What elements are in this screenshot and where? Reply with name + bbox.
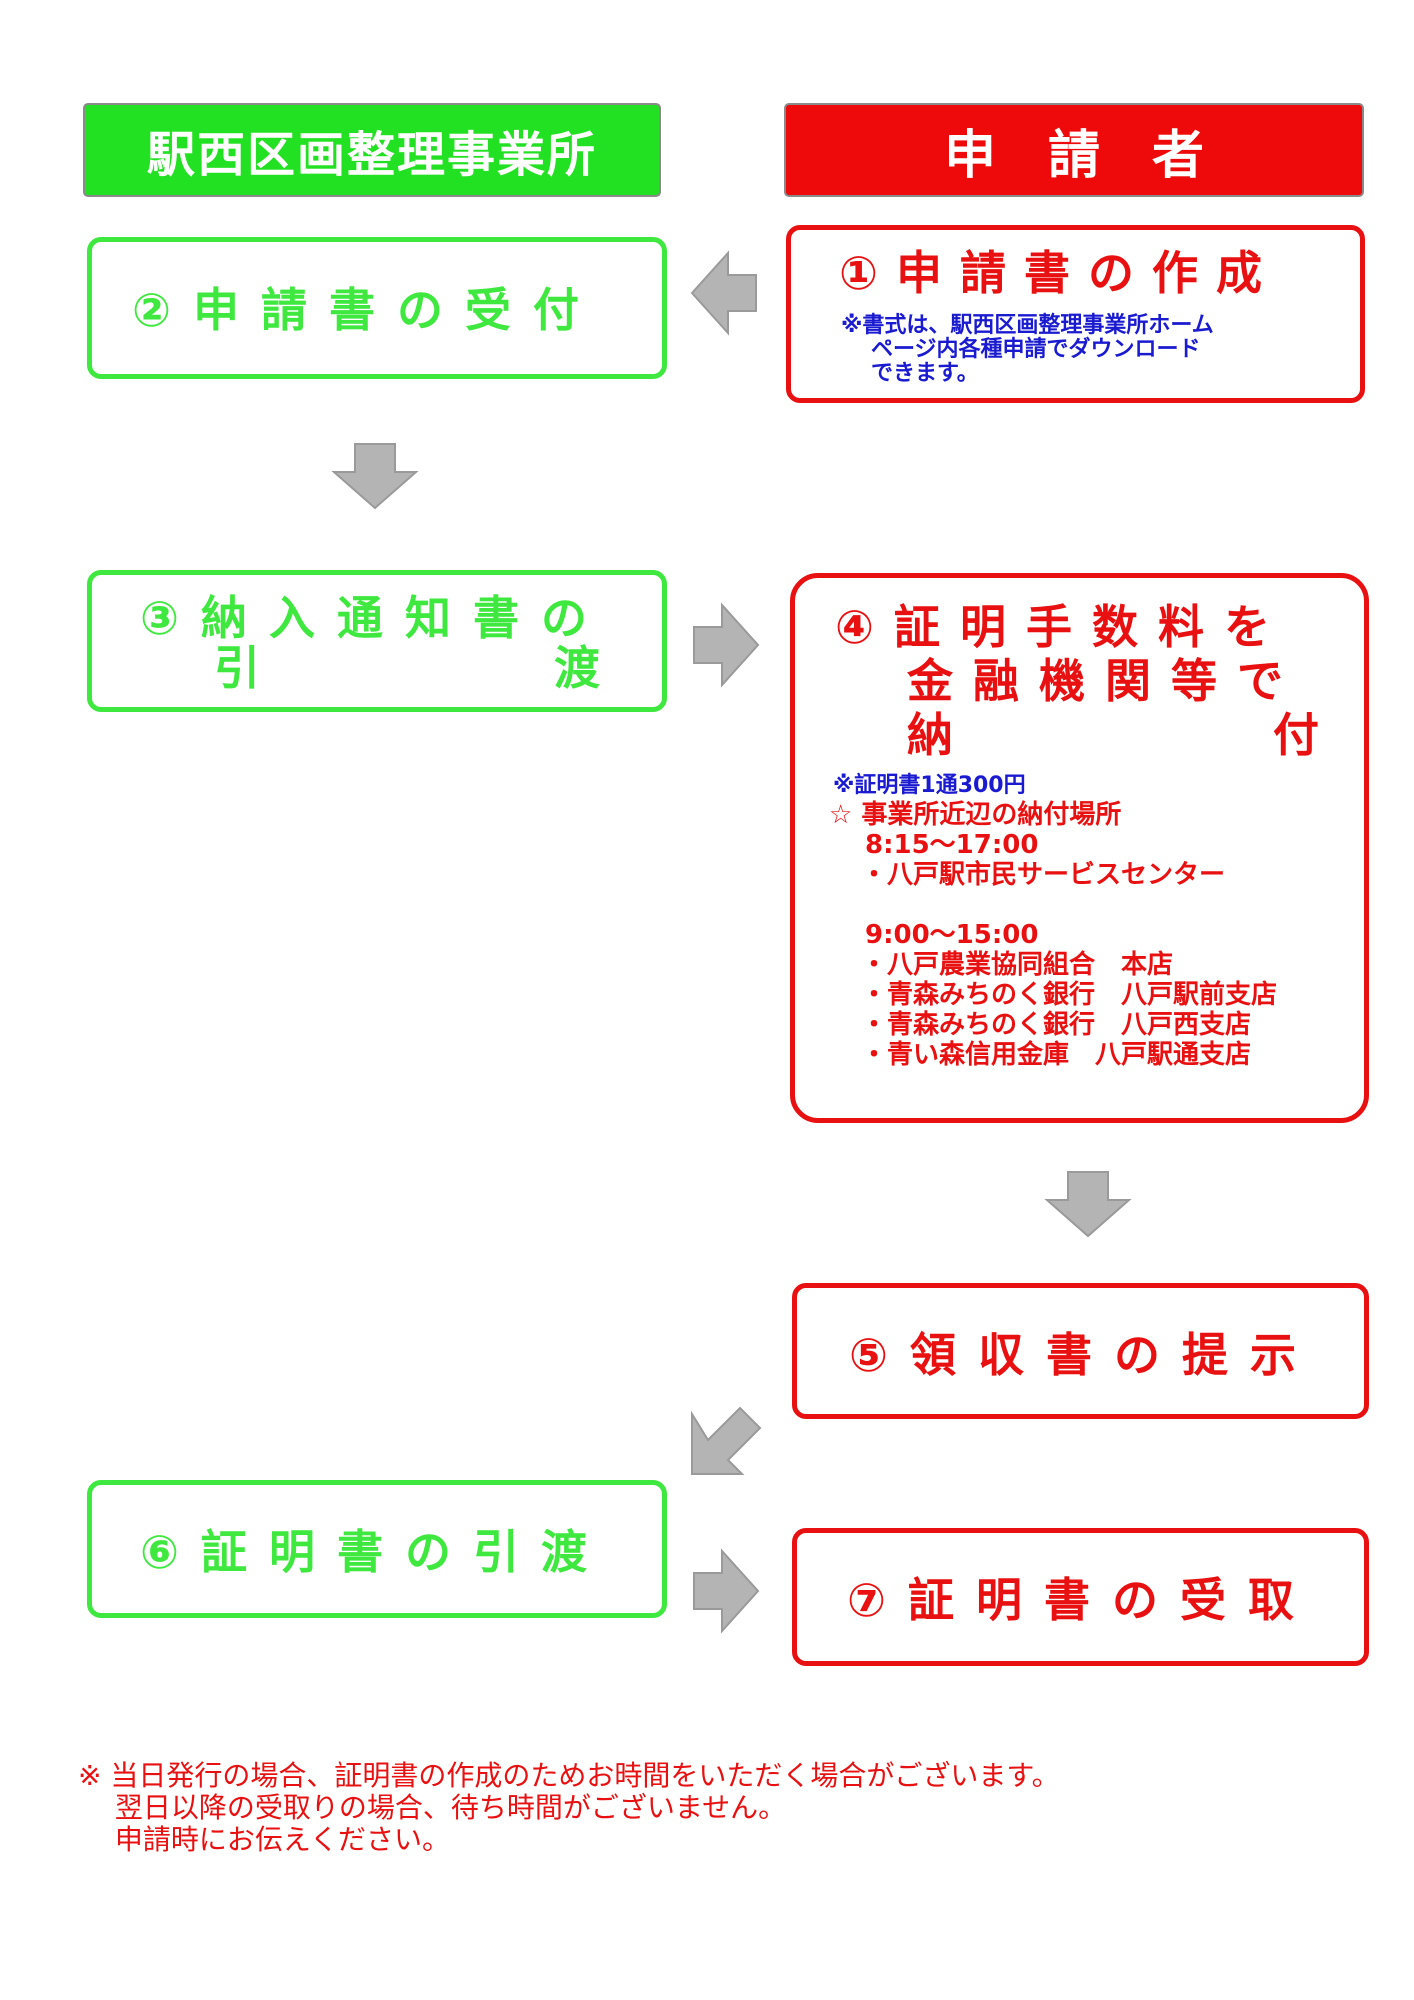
step-4-title-line-2: 金融機関等で xyxy=(907,654,1303,708)
step-1-create-application: ①申請書の作成 ※書式は、駅西区画整理事業所ホーム ページ内各種申請でダウンロー… xyxy=(786,225,1365,403)
step-3-title-line-2-left: 引 xyxy=(214,641,280,695)
step-4-place-list-item: ・青森みちのく銀行 八戸西支店 xyxy=(861,1010,1252,1040)
office-column-header: 駅西区画整理事業所 xyxy=(83,103,661,197)
arrow-right-icon xyxy=(693,1548,760,1634)
footnote-line-2: 翌日以降の受取りの場合、待ち時間がございません。 xyxy=(78,1791,787,1824)
arrow-down-icon xyxy=(331,443,419,510)
step-4-places-heading: ☆ 事業所近辺の納付場所 xyxy=(829,800,1122,830)
office-header-label: 駅西区画整理事業所 xyxy=(146,127,597,183)
step-3-issue-payment-notice: ③納入通知書の 引 渡 xyxy=(87,570,667,712)
step-4-pay-fee-at-bank: ④証明手数料を 金融機関等で 納 付 ※証明書1通300円 ☆ 事業所近辺の納付… xyxy=(790,573,1369,1123)
footnote-line-3: 申請時にお伝えください。 xyxy=(78,1823,451,1856)
step-4-place-list-item: ・青い森信用金庫 八戸駅通支店 xyxy=(861,1040,1252,1070)
step-6-title: ⑥証明書の引渡 xyxy=(140,1525,609,1579)
step-4-hours-1: 8:15～17:00 xyxy=(865,830,1039,860)
step-4-place-list-item: ・八戸駅市民サービスセンター xyxy=(861,860,1226,890)
step-2-title: ②申請書の受付 xyxy=(132,283,601,337)
applicant-column-header: 申 請 者 xyxy=(784,103,1364,197)
arrow-right-icon xyxy=(693,602,760,688)
step-4-fee-note: ※証明書1通300円 xyxy=(833,773,1026,798)
step-6-deliver-certificate: ⑥証明書の引渡 xyxy=(87,1480,667,1618)
step-4-hours-2: 9:00～15:00 xyxy=(865,920,1039,950)
step-4-place-list-item: ・八戸農業協同組合 本店 xyxy=(861,950,1174,980)
step-4-title-line-1: ④証明手数料を xyxy=(835,600,1290,654)
arrow-left-icon xyxy=(690,250,757,336)
step-1-note-line-2: ページ内各種申請でダウンロード xyxy=(871,337,1201,362)
step-7-receive-certificate: ⑦証明書の受取 xyxy=(792,1528,1369,1666)
step-3-title-line-2-right: 渡 xyxy=(554,641,620,695)
step-5-title: ⑤領収書の提示 xyxy=(849,1328,1318,1382)
step-4-title-line-3-left: 納 xyxy=(907,708,973,762)
step-4-title-line-3-right: 付 xyxy=(1273,708,1339,762)
footnote: ※ 当日発行の場合、証明書の作成のためお時間をいただく場合がございます。 翌日以… xyxy=(78,1760,1060,1856)
arrow-down-left-icon xyxy=(691,1406,762,1475)
step-2-receive-application: ②申請書の受付 xyxy=(87,237,667,379)
step-1-note-line-3: できます。 xyxy=(871,361,979,386)
step-5-present-receipt: ⑤領収書の提示 xyxy=(792,1283,1369,1419)
step-4-place-list-item: ・青森みちのく銀行 八戸駅前支店 xyxy=(861,980,1278,1010)
arrow-down-icon xyxy=(1044,1171,1132,1238)
step-1-title: ①申請書の作成 xyxy=(839,246,1280,300)
applicant-header-label: 申 請 者 xyxy=(943,125,1204,186)
step-3-title-line-1: ③納入通知書の xyxy=(140,591,609,645)
step-1-note-line-1: ※書式は、駅西区画整理事業所ホーム xyxy=(841,313,1214,338)
footnote-line-1: ※ 当日発行の場合、証明書の作成のためお時間をいただく場合がございます。 xyxy=(78,1759,1060,1792)
step-7-title: ⑦証明書の受取 xyxy=(847,1573,1316,1627)
